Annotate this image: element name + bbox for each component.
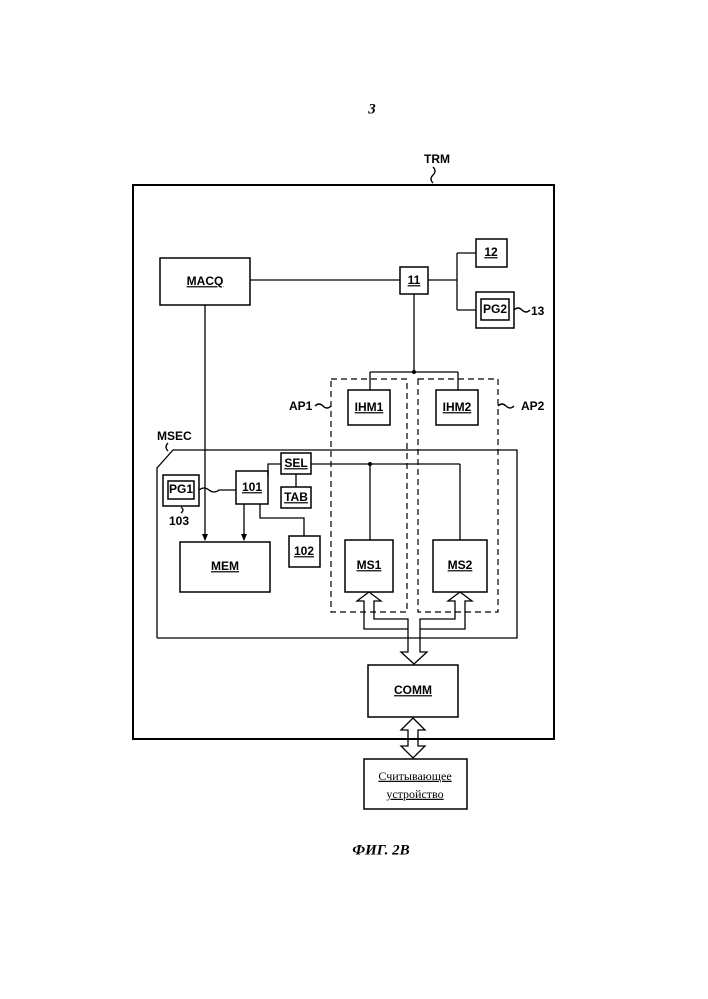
pg2-label: PG2 [483,302,507,316]
reader-label-line1: Считывающее [378,769,451,783]
mem-label: MEM [211,559,239,573]
figure-caption: ФИГ. 2B [352,842,409,858]
sel-label: SEL [284,456,307,470]
ms1-label: MS1 [357,558,382,572]
reader-block [364,759,467,809]
pg1-label: PG1 [169,482,193,496]
block-13-number: 13 [531,304,545,318]
page-number: 3 [367,101,376,117]
block-103-number: 103 [169,514,189,528]
block-12-label: 12 [484,245,498,259]
trm-label: TRM [424,152,450,166]
ihm1-label: IHM1 [355,400,384,414]
comm-label: COMM [394,683,432,697]
macq-label: MACQ [187,274,224,288]
bus-joint-fill [409,619,419,631]
reader-label-line2: устройство [386,787,443,801]
block-11-label: 11 [408,273,421,287]
ap1-label: AP1 [289,399,313,413]
ms2-label: MS2 [448,558,473,572]
block-102-label: 102 [294,544,314,558]
msec-label: MSEC [157,429,192,443]
ihm2-label: IHM2 [443,400,472,414]
block-101-label: 101 [242,480,262,494]
tab-label: TAB [284,490,308,504]
ap2-label: AP2 [521,399,545,413]
trm-leader [431,167,435,183]
